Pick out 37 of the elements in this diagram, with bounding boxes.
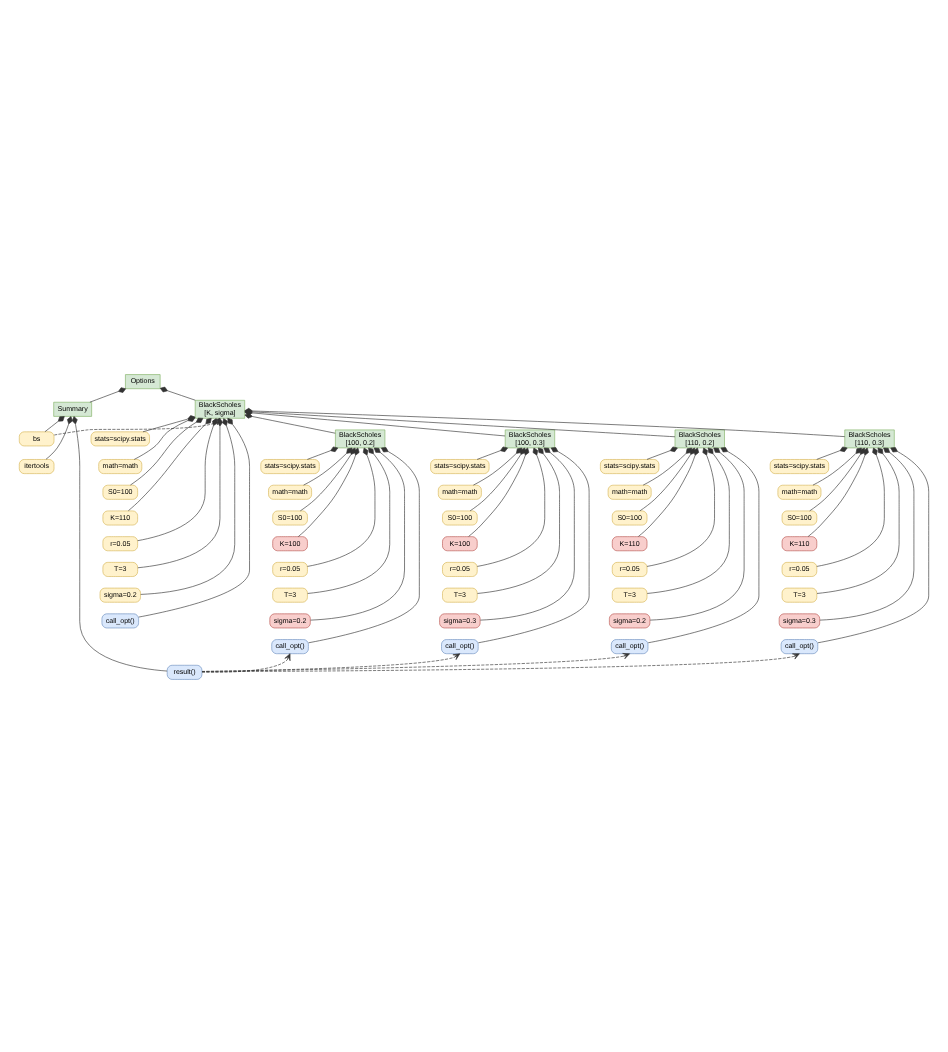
connector	[639, 446, 696, 511]
connector	[816, 445, 848, 459]
connector	[308, 446, 420, 643]
connector	[473, 446, 523, 485]
connector	[307, 446, 391, 593]
connector	[303, 446, 353, 485]
connector	[310, 446, 405, 620]
connector	[45, 415, 73, 459]
arrow	[201, 652, 461, 671]
connector	[646, 445, 678, 459]
connector	[812, 446, 862, 485]
connector	[307, 446, 376, 566]
connector	[44, 415, 65, 432]
connector	[649, 446, 745, 620]
connector	[468, 446, 530, 536]
connector	[646, 446, 715, 566]
connector	[89, 386, 126, 402]
connector	[647, 446, 760, 643]
connector	[476, 445, 508, 459]
connector	[642, 446, 692, 485]
connector	[469, 446, 526, 511]
connector	[297, 446, 360, 536]
connector	[299, 446, 356, 511]
connector	[128, 417, 212, 511]
arrow	[201, 652, 630, 671]
connector	[71, 415, 168, 671]
arrow	[201, 652, 800, 671]
arrow	[201, 652, 291, 672]
connector	[159, 385, 196, 400]
connector	[307, 445, 339, 459]
connector	[638, 446, 700, 536]
connector	[476, 446, 546, 566]
connector	[478, 446, 590, 643]
connector	[480, 446, 575, 620]
connector	[244, 411, 336, 433]
connector	[477, 446, 560, 593]
connector	[646, 446, 730, 593]
